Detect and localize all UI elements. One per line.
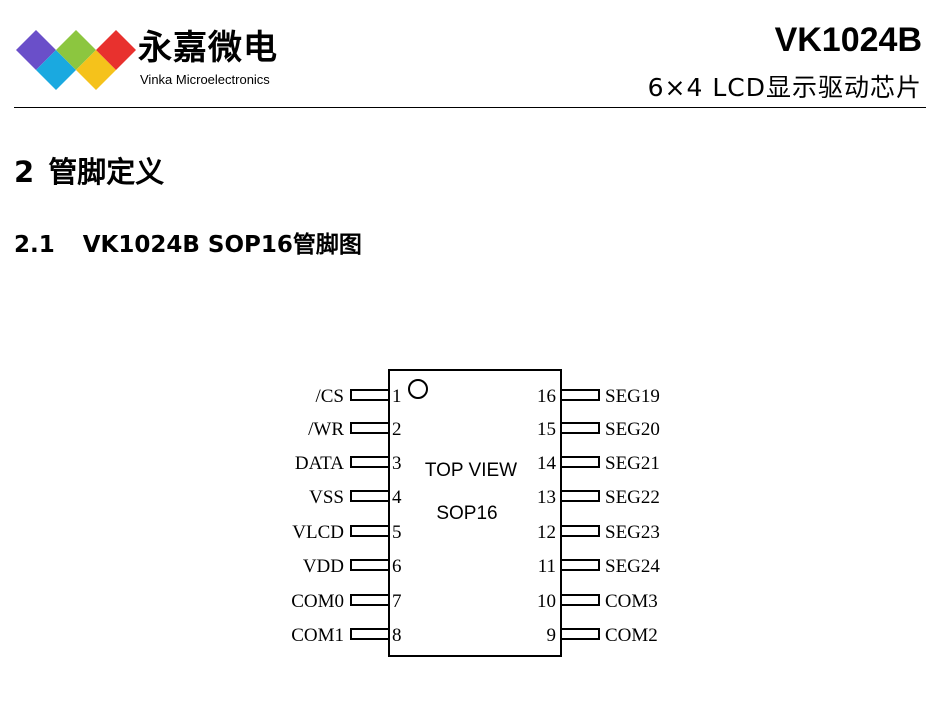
- pin-name-left: /CS: [315, 386, 344, 407]
- pin-number-right: 12: [537, 522, 556, 543]
- chip-body: [388, 369, 562, 657]
- pin-number-right: 14: [537, 453, 557, 474]
- pin-number-left: 2: [392, 419, 402, 440]
- pin-number-left: 6: [392, 556, 402, 577]
- pin-name-right: SEG23: [605, 522, 660, 543]
- logo-diamonds-icon: [16, 30, 136, 90]
- pin-number-left: 5: [392, 522, 402, 543]
- pin-number-left: 4: [392, 487, 402, 508]
- pin-name-left: VDD: [303, 556, 344, 577]
- pin-lead-right: [560, 628, 600, 640]
- pin-number-left: 1: [392, 386, 402, 407]
- section-heading: 2 管脚定义: [14, 152, 164, 192]
- pin-name-left: COM0: [291, 591, 344, 612]
- pin-lead-left: [350, 525, 390, 537]
- pin-lead-right: [560, 389, 600, 401]
- pin-lead-left: [350, 389, 390, 401]
- pin-number-left: 3: [392, 453, 402, 474]
- pin-name-right: SEG20: [605, 419, 660, 440]
- subsection-heading: 2.1 VK1024B SOP16管脚图: [14, 228, 362, 262]
- document-title: VK1024B: [774, 21, 922, 59]
- pin-lead-right: [560, 422, 600, 434]
- pin-name-right: SEG19: [605, 386, 660, 407]
- pin-lead-right: [560, 559, 600, 571]
- pin-number-right: 9: [547, 625, 557, 646]
- pin-number-left: 7: [392, 591, 402, 612]
- logo-diamond-red: [96, 30, 136, 70]
- subsection-number: 2.1: [14, 232, 55, 258]
- pin-lead-left: [350, 594, 390, 606]
- pin-name-right: COM3: [605, 591, 658, 612]
- pin1-marker: [408, 379, 428, 399]
- pin-lead-right: [560, 456, 600, 468]
- pin-number-right: 13: [537, 487, 556, 508]
- pin-name-left: VSS: [309, 487, 344, 508]
- pin-name-left: COM1: [291, 625, 344, 646]
- company-logo: [14, 22, 286, 92]
- pin-number-right: 11: [538, 556, 556, 577]
- chip-package-label: SOP16: [436, 503, 497, 524]
- chip-top-view-label: TOP VIEW: [425, 460, 517, 481]
- section-title: 管脚定义: [48, 155, 165, 189]
- pin-lead-left: [350, 490, 390, 502]
- pin-lead-right: [560, 594, 600, 606]
- pin-lead-left: [350, 422, 390, 434]
- subsection-title: VK1024B SOP16管脚图: [82, 232, 362, 258]
- pin-name-left: VLCD: [292, 522, 344, 543]
- pin-name-right: SEG21: [605, 453, 660, 474]
- brand-name-english: Vinka Microelectronics: [140, 72, 270, 87]
- pin-number-right: 16: [537, 386, 556, 407]
- pin-lead-left: [350, 456, 390, 468]
- header-divider: [14, 107, 926, 108]
- pin-number-right: 15: [537, 419, 556, 440]
- pin-lead-right: [560, 490, 600, 502]
- brand-name-chinese: 永嘉微电: [138, 28, 278, 68]
- pin-lead-left: [350, 628, 390, 640]
- pin-name-right: COM2: [605, 625, 658, 646]
- pin-number-left: 8: [392, 625, 402, 646]
- pin-lead-right: [560, 525, 600, 537]
- pin-name-left: DATA: [295, 453, 344, 474]
- section-number: 2: [14, 155, 35, 189]
- pin-name-right: SEG24: [605, 556, 660, 577]
- pin-name-left: /WR: [308, 419, 344, 440]
- pin-lead-left: [350, 559, 390, 571]
- pin-number-right: 10: [537, 591, 556, 612]
- pin-name-right: SEG22: [605, 487, 660, 508]
- document-subtitle: 6×4 LCD显示驱动芯片: [647, 73, 922, 102]
